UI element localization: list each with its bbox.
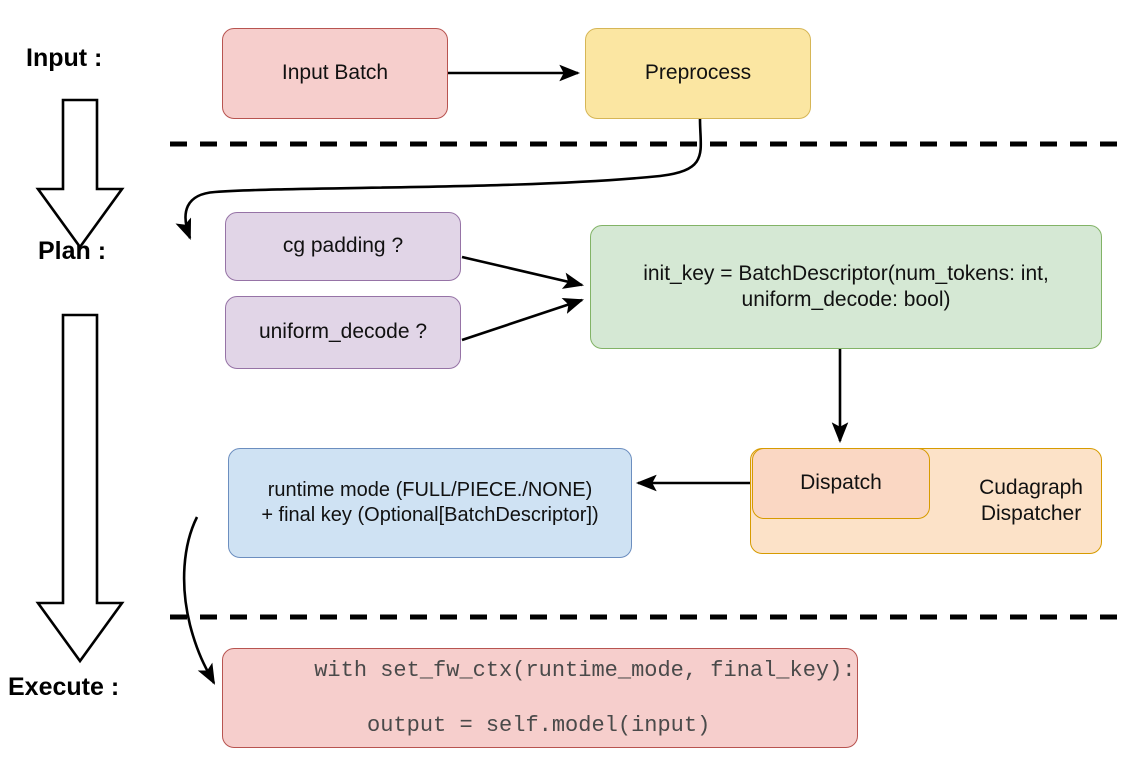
node-execute-code-line2: output = self.model(input) [314, 712, 711, 738]
node-preprocess-label: Preprocess [644, 61, 752, 85]
input-to-plan-flow-arrow [35, 98, 125, 250]
stage-label-plan: Plan : [38, 237, 107, 265]
edge-uniform-decode-to-init-key [461, 298, 584, 342]
edge-cg-padding-to-init-key [461, 255, 585, 289]
node-runtime-mode-line1: runtime mode (FULL/PIECE./NONE) [267, 479, 593, 501]
node-cg-padding[interactable]: cg padding ? [225, 212, 461, 281]
node-execute-code-text: with set_fw_ctx(runtime_mode, final_key)… [235, 629, 855, 767]
node-init-key-line1: init_key = BatchDescriptor(num_tokens: i… [643, 261, 1049, 285]
edge-runtime-mode-to-execute-code [182, 516, 216, 685]
node-cg-padding-label: cg padding ? [282, 234, 404, 258]
node-cudagraph-dispatcher-line1: Cudagraph [979, 475, 1083, 499]
node-input-batch-label: Input Batch [281, 61, 389, 85]
node-runtime-mode-text: runtime mode (FULL/PIECE./NONE) + final … [239, 478, 621, 528]
node-runtime-mode-line2: + final key (Optional[BatchDescriptor]) [261, 504, 599, 526]
node-execute-code-line1: with set_fw_ctx(runtime_mode, final_key)… [314, 657, 856, 683]
node-uniform-decode[interactable]: uniform_decode ? [225, 296, 461, 369]
node-init-key-text: init_key = BatchDescriptor(num_tokens: i… [601, 261, 1091, 314]
plan-to-execute-flow-arrow [35, 313, 125, 664]
node-cudagraph-dispatcher-label: Cudagraph Dispatcher [979, 475, 1083, 528]
node-dispatch-label: Dispatch [800, 471, 882, 495]
node-uniform-decode-label: uniform_decode ? [258, 320, 428, 344]
node-runtime-mode[interactable]: runtime mode (FULL/PIECE./NONE) + final … [228, 448, 632, 558]
stage-label-execute: Execute : [8, 673, 120, 701]
node-execute-code[interactable]: with set_fw_ctx(runtime_mode, final_key)… [222, 648, 858, 748]
node-dispatch[interactable]: Dispatch [752, 448, 930, 519]
node-preprocess[interactable]: Preprocess [585, 28, 811, 119]
node-cudagraph-dispatcher-line2: Dispatcher [980, 502, 1082, 525]
node-input-batch[interactable]: Input Batch [222, 28, 448, 119]
node-init-key[interactable]: init_key = BatchDescriptor(num_tokens: i… [590, 225, 1102, 349]
node-init-key-line2: uniform_decode: bool) [741, 288, 951, 311]
stage-label-input: Input : [26, 44, 103, 72]
